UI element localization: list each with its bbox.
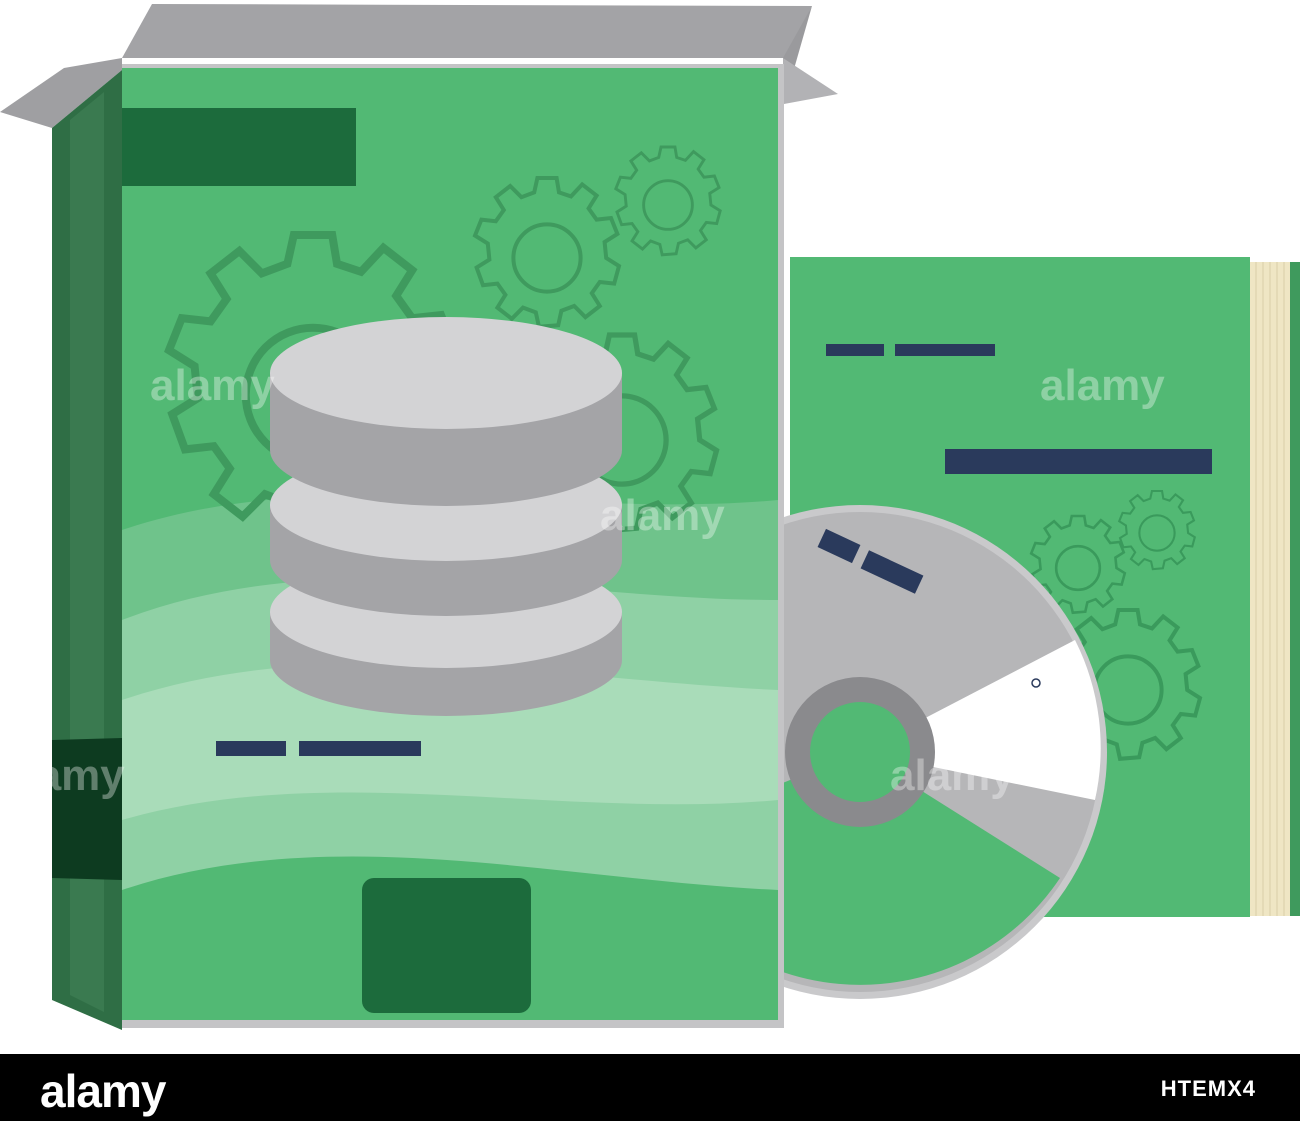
overlay-watermark-text: alamy: [890, 751, 1015, 800]
overlay-watermark: alamy alamy alamy alamy alamy: [0, 361, 1165, 800]
overlay-watermark-text: alamy: [1040, 361, 1165, 410]
overlay-watermark-text: alamy: [0, 751, 125, 800]
watermark-logo: alamy: [40, 1065, 166, 1117]
overlay-watermark-text: alamy: [150, 361, 275, 410]
database-icon: [270, 317, 622, 716]
box-lid: [0, 4, 838, 128]
watermark-bar: [0, 1054, 1300, 1121]
overlay-watermark-text: alamy: [600, 491, 725, 540]
watermark-image-id: HTEMX4: [1160, 1076, 1256, 1101]
box-side: [52, 70, 122, 1030]
